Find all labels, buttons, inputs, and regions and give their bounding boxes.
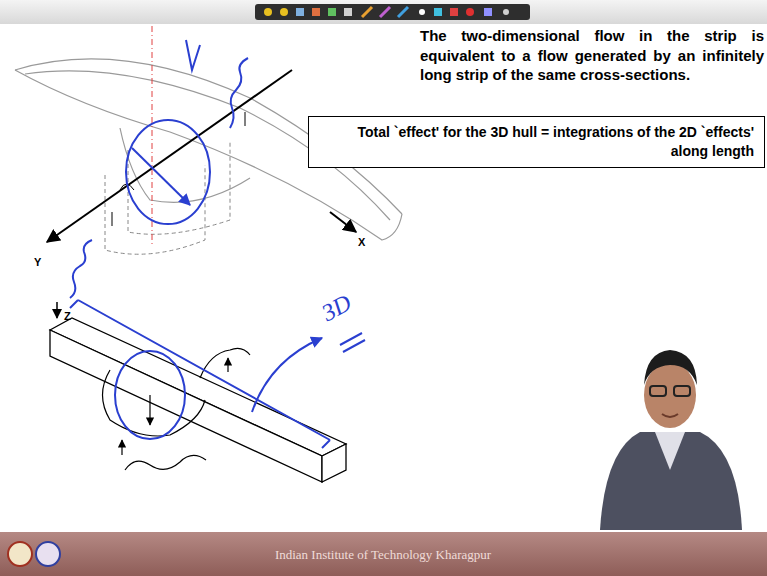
footer-text: Indian Institute of Technology Kharagpur	[233, 547, 533, 563]
pen-toolbar	[255, 4, 530, 20]
x-axis	[330, 212, 356, 232]
summary-box: Total `effect' for the 3D hull = integra…	[308, 116, 765, 168]
y-axis	[47, 70, 292, 242]
hand-annotation	[70, 40, 248, 298]
institute-logos	[8, 542, 60, 566]
top-bar	[0, 0, 767, 24]
presenter	[600, 350, 742, 530]
axis-label: X	[358, 236, 365, 248]
centre-line	[152, 26, 153, 245]
box-text: Total `effect' for the 3D hull = integra…	[317, 123, 754, 161]
hand-annotation	[70, 300, 365, 448]
pressure-arrows	[112, 112, 245, 226]
slide-text: The two-dimensional flow in the strip is…	[420, 26, 764, 85]
toolbar-icons	[264, 7, 509, 17]
z-axis	[56, 302, 58, 318]
section-pressure	[103, 348, 251, 470]
infinite-strip	[50, 318, 346, 482]
footer-bar	[0, 532, 767, 576]
axis-label: Z	[64, 310, 71, 322]
axis-label: Y	[34, 256, 41, 268]
handwritten-note: 3D	[317, 289, 356, 327]
